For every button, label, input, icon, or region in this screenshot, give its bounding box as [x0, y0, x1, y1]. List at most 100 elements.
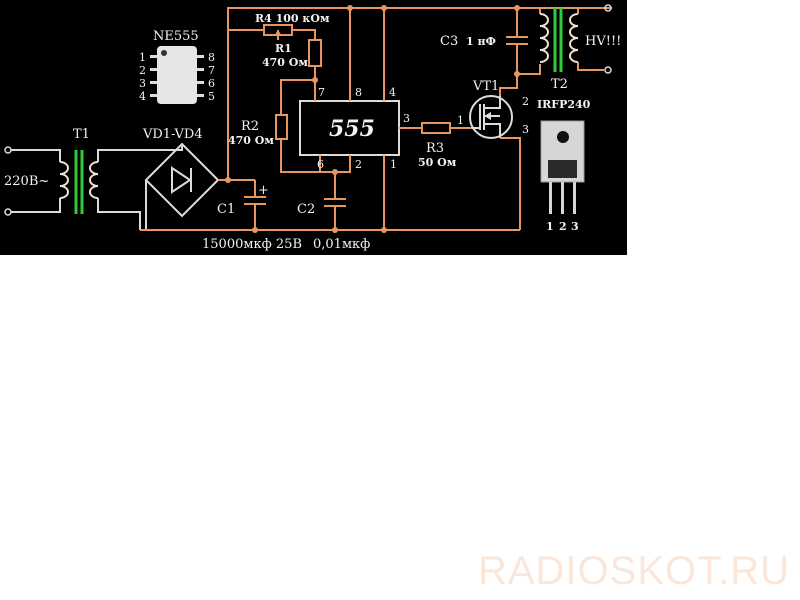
input-wire-top — [11, 149, 61, 162]
ic-pin-label: 3 — [403, 112, 410, 125]
ic-pin-label: 4 — [389, 86, 396, 99]
irfp240-package: IRFP240 1 2 3 — [537, 98, 591, 233]
watermark: RADIOSKOT.RU — [477, 549, 790, 593]
ne555-pin-label: 7 — [208, 64, 215, 77]
r2-lead-bottom — [280, 139, 320, 173]
ic-pin-label: 6 — [317, 158, 324, 171]
irfp240-label: IRFP240 — [537, 98, 591, 111]
capacitor-c1: + C1 — [217, 180, 269, 230]
irfp240-lead — [561, 182, 564, 214]
ne555-pin-legs — [150, 55, 204, 97]
resistor-r3: R3 50 Ом — [418, 122, 472, 169]
vt1-pin-label: 1 — [457, 114, 464, 127]
vt1-arrow — [484, 112, 491, 120]
c1-label: C1 — [217, 202, 235, 217]
t1-secondary-coil — [89, 161, 99, 199]
c3-label: C3 — [440, 34, 458, 49]
junction-dot — [347, 5, 353, 11]
irfp240-lead — [549, 182, 552, 214]
bridge-label: VD1-VD4 — [142, 127, 203, 142]
output-voltage-label: HV!!! — [585, 34, 621, 49]
transformer-t2: T2 — [539, 8, 579, 92]
r3-value: 50 Ом — [418, 156, 457, 169]
wire-t1-to-bridge-bottom — [97, 198, 141, 230]
ne555-pin-label: 4 — [139, 90, 146, 103]
wire-t1-to-bridge-top — [97, 144, 183, 162]
vt1-gate — [472, 104, 481, 130]
ne555-pin-label: 1 — [139, 51, 146, 64]
ic-555-label: 555 — [329, 116, 375, 142]
positive-rail — [227, 7, 612, 180]
ne555-title: NE555 — [153, 29, 199, 44]
c1-polarity: + — [258, 183, 269, 198]
vt1-label: VT1 — [472, 79, 499, 94]
diode-bridge-vd1-vd4: VD1-VD4 — [142, 127, 220, 218]
ne555-pin-label: 3 — [139, 77, 146, 90]
vt1-pin-label: 3 — [522, 123, 529, 136]
junction-dot — [225, 177, 231, 183]
irfp240-label-area — [548, 160, 577, 178]
ic-pin-label: 2 — [355, 158, 362, 171]
capacitor-c2: C2 — [297, 172, 346, 230]
irfp240-mounting-hole — [557, 131, 569, 143]
irfp240-pin-label: 2 — [559, 220, 567, 233]
input-terminal — [4, 146, 12, 154]
ic-pin-label: 1 — [390, 158, 397, 171]
r2-label: R2 — [241, 119, 259, 134]
ne555-chip-illustration: NE555 1 2 3 4 8 7 6 5 — [139, 29, 215, 104]
wire-source-to-ground — [500, 137, 521, 230]
ne555-pin-label: 6 — [208, 77, 215, 90]
transformer-t1: T1 — [59, 127, 99, 214]
t2-label: T2 — [551, 77, 568, 92]
vt1-pin-label: 2 — [522, 95, 529, 108]
r2-body — [275, 114, 288, 140]
r4-wiper-arrow — [274, 30, 282, 36]
input-section: 220В~ — [4, 146, 61, 216]
t1-label: T1 — [73, 127, 90, 142]
irfp240-pin-label: 3 — [571, 220, 579, 233]
r3-body — [421, 122, 451, 134]
capacitor-c3: C3 1 нФ — [440, 8, 528, 74]
junction-dot — [381, 5, 387, 11]
junction-dot — [381, 227, 387, 233]
junction-dot — [332, 169, 338, 175]
wire-hv-bottom — [577, 62, 604, 71]
output-terminal — [604, 4, 612, 12]
output-terminal — [604, 66, 612, 74]
input-wire-bottom — [11, 198, 61, 213]
mosfet-vt1: VT1 1 2 3 — [457, 79, 529, 139]
r1-body — [308, 39, 322, 67]
input-terminal — [4, 208, 12, 216]
junction-dot — [514, 5, 520, 11]
r2-value: 470 Ом — [228, 134, 274, 147]
ic-pin-label: 7 — [318, 86, 325, 99]
r1-value: 470 Ом — [262, 56, 308, 69]
bridge-outline — [144, 142, 220, 218]
wire-t2-primary-bottom — [517, 64, 541, 75]
r1-label: R1 — [275, 42, 292, 55]
ne555-chip-body — [157, 46, 197, 104]
ic-555: 555 7 8 4 3 6 2 1 — [299, 8, 422, 230]
r2-lead-top — [280, 79, 315, 115]
c2-label: C2 — [297, 202, 315, 217]
r4-label: R4 100 кОм — [255, 12, 330, 25]
circuit-schematic: NE555 1 2 3 4 8 7 6 5 220В~ T1 — [0, 0, 627, 255]
t2-secondary-coil — [569, 13, 579, 63]
input-voltage-label: 220В~ — [4, 174, 49, 189]
ne555-pin1-marker — [161, 50, 167, 56]
bridge-diode-symbol — [171, 166, 192, 194]
r4-lead — [292, 29, 316, 40]
c1-value: 15000мкф 25В — [202, 237, 302, 252]
t2-primary-coil — [539, 13, 549, 63]
ne555-pin-label: 2 — [139, 64, 146, 77]
wire-t2-primary-top — [517, 7, 541, 14]
junction-dot — [514, 71, 520, 77]
irfp240-pin-label: 1 — [546, 220, 554, 233]
vt1-body-circle — [469, 95, 513, 139]
vt1-channel — [483, 96, 501, 138]
c3-value: 1 нФ — [466, 35, 496, 48]
resistor-r2: R2 470 Ом — [228, 79, 320, 173]
junction-dot — [252, 227, 258, 233]
ic-pin-label: 8 — [355, 86, 362, 99]
wire-drain-to-t2 — [499, 74, 518, 96]
